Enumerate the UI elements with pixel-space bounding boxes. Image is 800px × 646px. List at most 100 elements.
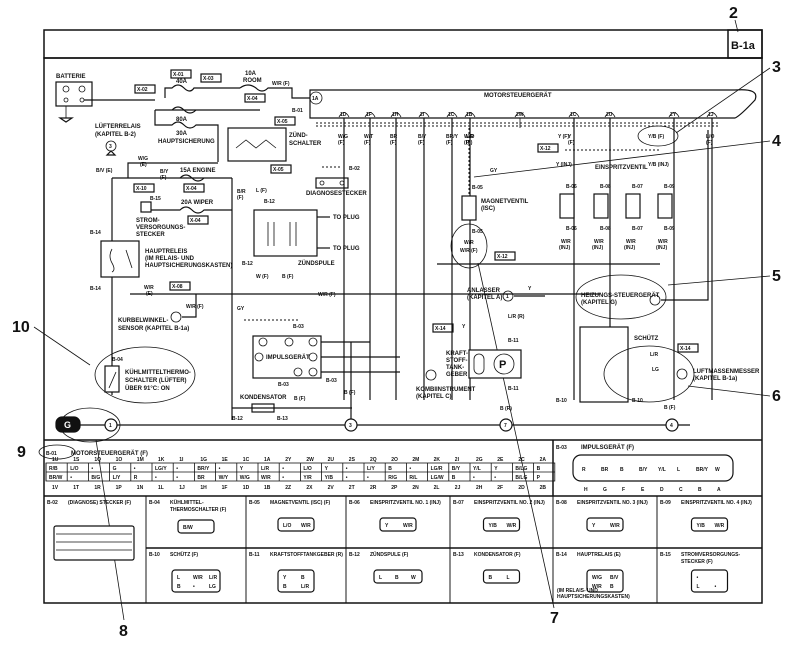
ecu: MOTORSTEUERGERÄT [309, 89, 757, 127]
pin-wire-color: P [537, 475, 541, 481]
pin-wire-color: • [176, 466, 178, 472]
pin-number: 1O [116, 457, 123, 463]
pin-number: 2P [391, 485, 398, 491]
pin-number: 2T [349, 485, 355, 491]
svg-text:B-08: B-08 [600, 226, 611, 232]
pin-wire-color: • [367, 475, 369, 481]
pin-number: 2B [540, 485, 547, 491]
svg-text:B-02: B-02 [349, 166, 360, 172]
ecu-pin [390, 112, 402, 118]
ground-bus: G 1 3 7 4 [55, 342, 690, 443]
pin-number: 1L [158, 485, 164, 491]
svg-text:15A ENGINE: 15A ENGINE [180, 168, 215, 174]
pin-wire-color: L [507, 575, 510, 581]
pin-number: 1Q [94, 457, 101, 463]
svg-text:TANK-: TANK- [446, 365, 464, 371]
pin-wire-color: • [176, 475, 178, 481]
pin-letter: C [679, 487, 683, 493]
connector-shape [690, 517, 729, 532]
ecu-pin [568, 112, 580, 118]
connector-id: B-04 [149, 500, 160, 506]
connector-title: ZÜNDSPULE (F) [370, 551, 409, 558]
ecu-pin-label: 1H [392, 112, 399, 118]
pin-number: 2W [306, 457, 314, 463]
svg-text:SENSOR (KAPITEL B-1a): SENSOR (KAPITEL B-1a) [118, 326, 189, 332]
pin-wire-color: LG [209, 584, 216, 590]
svg-text:IMPULSGERÄT (F): IMPULSGERÄT (F) [581, 444, 634, 451]
svg-text:B-12: B-12 [242, 261, 253, 267]
pin-number: 2M [412, 457, 419, 463]
pin-number: 2D [518, 485, 525, 491]
wire-color-label: (F) [338, 140, 345, 146]
pin-wire-color: Y/B [697, 523, 706, 529]
connector-id: B-05 [249, 500, 260, 506]
ecu-pin [706, 112, 718, 118]
pin-wire-color: • [473, 475, 475, 481]
pin-wire-color: Y [385, 523, 389, 529]
power-connector: B-15 20A WIPER STROM- VERSORGUNGS- STECK… [136, 178, 275, 420]
pin-wire-color: • [282, 475, 284, 481]
pin-wire-color: L/O [283, 523, 291, 529]
header-frame [43, 29, 763, 59]
pin-wire-color: L [697, 584, 700, 590]
ecu-pin [604, 112, 616, 118]
pin-number: 2E [497, 457, 504, 463]
pin-number: 2X [306, 485, 313, 491]
svg-text:W/R: W/R [594, 239, 604, 245]
svg-text:HAUPTSICHERUNGSKASTEN): HAUPTSICHERUNGSKASTEN) [145, 263, 232, 269]
connector-title: STECKER (F) [681, 559, 713, 565]
svg-text:B-06: B-06 [566, 226, 577, 232]
wire-color-label: (F) [390, 140, 397, 146]
pin-wire-color: • [282, 466, 284, 472]
pin-wire-color: Y [283, 575, 287, 581]
connector-title: HAUPTRELAIS (E) [577, 552, 621, 558]
pin-wire-color: Y/R [303, 475, 312, 481]
heater-control-ref: HEIZUNGS-STEUERGERÄT (KAPITEL G) [575, 130, 709, 320]
svg-text:X-04: X-04 [186, 186, 197, 192]
pin-wire-color: Y/L [473, 466, 481, 472]
connector-id: B-02 [47, 500, 58, 506]
pin-wire-color: • [715, 584, 717, 590]
svg-text:(F): (F) [160, 175, 167, 181]
pin-wire-color: Y [494, 466, 498, 472]
wire-color-label: (F) [364, 140, 371, 146]
pin-wire-color: B [395, 575, 399, 581]
svg-text:HEIZUNGS-STEUERGERÄT: HEIZUNGS-STEUERGERÄT [581, 292, 660, 299]
pin-wire-color: • [697, 575, 699, 581]
svg-text:(KAPITEL B-1a): (KAPITEL B-1a) [693, 376, 737, 382]
pin-wire-color: W/G [240, 475, 250, 481]
svg-text:X-12: X-12 [497, 254, 508, 260]
connector-title: KÜHLMITTEL- [170, 499, 204, 506]
svg-text:Y: Y [528, 286, 532, 292]
connector-title: KONDENSATOR (F) [474, 552, 521, 558]
pin-letter: F [622, 487, 625, 493]
pin-number: 2G [476, 457, 483, 463]
connector-shape [482, 569, 521, 584]
ecu-pin-label: 2U [606, 112, 613, 118]
pin-wire-color: B [610, 584, 614, 590]
callout-5: 5 [772, 268, 781, 285]
pin-number: 2F [497, 485, 503, 491]
ecu-pin [418, 112, 430, 118]
ecu-pin [514, 112, 526, 118]
callout-4: 4 [772, 133, 781, 150]
svg-text:GY: GY [237, 306, 245, 312]
svg-text:B (R): B (R) [500, 406, 512, 412]
svg-text:IMPULSGERÄT: IMPULSGERÄT [266, 354, 310, 361]
svg-text:3: 3 [349, 423, 352, 429]
svg-text:KURBELWINKEL-: KURBELWINKEL- [118, 318, 168, 324]
callout-10: 10 [12, 319, 30, 336]
svg-text:X-05: X-05 [273, 167, 284, 173]
connector-id: B-09 [660, 500, 671, 506]
svg-text:W/R: W/R [464, 240, 474, 246]
svg-text:X-10: X-10 [136, 186, 147, 192]
svg-text:B/R: B/R [237, 189, 246, 195]
svg-text:B-15: B-15 [150, 196, 161, 202]
connector-b03: B-03 IMPULSGERÄT (F) RHBRGBFB/YEY/LDLCBR… [552, 440, 734, 496]
pin-wire-color: B/LG [515, 475, 527, 481]
pin-number: 2R [370, 485, 377, 491]
